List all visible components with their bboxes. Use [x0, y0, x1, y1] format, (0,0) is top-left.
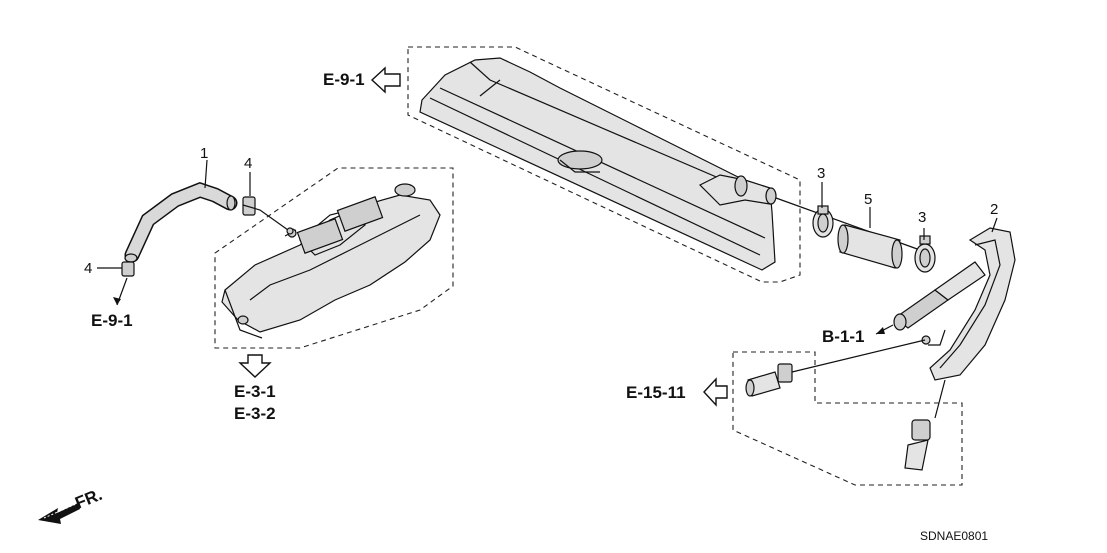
lower-right-group [732, 339, 963, 486]
ref-b11[interactable]: B-1-1 [822, 324, 894, 346]
hose-part-5[interactable] [837, 224, 903, 269]
callout-3a: 3 [817, 165, 825, 182]
callout-1: 1 [200, 145, 208, 162]
ref-e31-label: E-3-1 [234, 382, 276, 401]
front-arrow-icon [38, 503, 80, 524]
callout-2: 2 [990, 201, 998, 218]
left-arrow-icon [703, 377, 728, 407]
clip-part-4-lower[interactable] [121, 261, 135, 277]
pipe-part-2[interactable] [893, 227, 1016, 419]
clip-part-4-upper[interactable] [242, 196, 294, 235]
ref-e32-label: E-3-2 [234, 404, 276, 423]
callout-5: 5 [864, 191, 872, 208]
intake-cover-group [407, 46, 801, 283]
small-arrow-icon [876, 327, 885, 334]
ref-e91-top-label: E-9-1 [323, 70, 365, 89]
clamp-part-3-left[interactable] [812, 205, 834, 238]
ref-e1511-label: E-15-11 [626, 383, 686, 402]
front-direction-indicator: FR. [38, 485, 105, 524]
ref-e31-group[interactable]: E-3-1 E-3-2 [234, 354, 276, 423]
callout-3b: 3 [918, 209, 926, 226]
clamp-part-3-right[interactable] [914, 235, 936, 273]
callout-4a: 4 [244, 155, 252, 172]
ref-e91-top[interactable]: E-9-1 [323, 66, 401, 94]
engine-block-part [221, 194, 441, 333]
callout-4b: 4 [84, 260, 92, 277]
small-arrow-icon [113, 297, 121, 305]
pipe-clip [777, 363, 793, 383]
lower-clip [911, 419, 931, 441]
lower-dashed-frame [732, 351, 963, 486]
ref-e91-left[interactable]: E-9-1 [91, 277, 133, 330]
down-arrow-icon [238, 354, 272, 378]
diagram-code: SDNAE0801 [920, 529, 988, 543]
ref-e1511[interactable]: E-15-11 [626, 377, 728, 407]
intake-cover-port [557, 150, 603, 170]
engine-group [214, 167, 454, 349]
ref-b11-label: B-1-1 [822, 327, 865, 346]
ref-e91-left-label: E-9-1 [91, 311, 133, 330]
left-arrow-icon [370, 66, 401, 94]
hose-part-1[interactable] [124, 182, 238, 263]
front-label: FR. [72, 485, 105, 513]
